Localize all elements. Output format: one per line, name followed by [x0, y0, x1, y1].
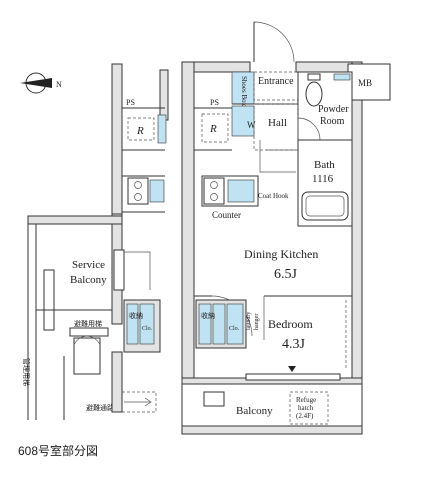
refuge-label-3: (2.4F): [296, 412, 314, 420]
dining-kitchen-size: 6.5J: [274, 267, 298, 282]
laundry-label-2: hanger: [254, 314, 260, 330]
hinan-keiro-label: 避難通路: [86, 403, 114, 412]
refuge-label-1: Refuge: [296, 396, 316, 404]
plan-caption: 608号室部分図: [18, 444, 99, 458]
main-right-wall: [351, 61, 363, 383]
window-marker-icon: [288, 366, 296, 372]
left-wall-upper: [111, 63, 123, 215]
washer-main: [231, 105, 255, 137]
mb-label: MB: [358, 78, 372, 88]
entrance-label: Entrance: [258, 76, 294, 87]
ps-label-left: PS: [126, 98, 135, 107]
kanri-yo-hashigo-label: 管理用梯: [22, 358, 31, 386]
r-label-left: R: [136, 125, 144, 137]
bedroom-closet-storage-2: [212, 303, 226, 345]
coat-hook-label: Coat Hook: [258, 192, 289, 200]
left-wall-lower: [111, 351, 123, 413]
balcony-railing: [181, 425, 363, 435]
service-balcony-label-1: Service: [72, 259, 105, 271]
ac-unit: [203, 391, 225, 407]
balcony-label: Balcony: [236, 405, 273, 417]
shoes-box-label: Shoes Box: [240, 76, 248, 107]
powder-room-label-2: Room: [320, 116, 345, 127]
toilet: [305, 81, 323, 107]
laundry-label-1: laundry: [246, 312, 252, 330]
storage-right-label: 收納: [201, 311, 215, 320]
compass: N: [20, 72, 62, 94]
hinan-yo-hashigo-label: 避難用梯: [74, 319, 102, 328]
sink-left: [149, 179, 165, 203]
storage-left-label: 收納: [129, 311, 143, 320]
bedroom-label: Bedroom: [268, 317, 313, 331]
refuge-label-2: hatch: [298, 404, 314, 412]
washer-left: [157, 114, 167, 144]
balcony-window: [245, 373, 341, 381]
left-unit: PS R Service Balcony 避難用梯 管理用梯 避難通路: [22, 63, 169, 420]
service-balcony-railing: [43, 269, 55, 331]
bath-label-2: 1116: [312, 173, 334, 185]
main-left-wall: [181, 61, 195, 383]
compass-label: N: [56, 80, 62, 89]
hall-label: Hall: [268, 117, 287, 129]
stove-left: [127, 177, 149, 205]
main-unit: Shoes Box Entrance MB Powder Room Hall W…: [181, 21, 391, 385]
main-top-wall-left: [193, 61, 251, 73]
powder-room-label-1: Powder: [318, 104, 349, 115]
bathtub: [301, 191, 349, 221]
r-label-right: R: [209, 123, 217, 135]
bedroom-closet-clo: [226, 303, 244, 345]
entrance-door-swing: [253, 21, 295, 63]
powder-sink: [333, 73, 351, 81]
dining-kitchen-label: Dining Kitchen: [244, 247, 318, 261]
w-label-right: W: [247, 120, 256, 130]
north-arrow-icon: [20, 78, 52, 88]
left-partition: [159, 69, 169, 121]
meter-box: [347, 63, 391, 101]
left-closet-storage: [126, 303, 139, 345]
stove-right: [203, 177, 225, 205]
bedroom-closet-storage: [198, 303, 212, 345]
clo-right-label: Clo.: [229, 326, 240, 332]
kitchen-sink: [227, 179, 255, 203]
bedroom-size: 4.3J: [282, 337, 306, 352]
service-balcony-top-wall: [27, 215, 123, 225]
counter-label: Counter: [212, 210, 241, 220]
refrigerator-space-right: [201, 113, 229, 143]
escape-ladder-box: [69, 327, 109, 337]
ps-label-right: PS: [210, 98, 219, 107]
service-balcony-label-2: Balcony: [70, 274, 107, 286]
refrigerator-space-left: [127, 117, 155, 141]
bath-label-1: Bath: [314, 159, 335, 171]
balcony: Balcony Refuge hatch (2.4F): [181, 383, 363, 435]
service-balcony-door: [113, 249, 125, 291]
toilet-space-left: [73, 337, 101, 375]
left-closet-clo: [139, 303, 155, 345]
clo-left-label: Clo.: [142, 326, 153, 332]
